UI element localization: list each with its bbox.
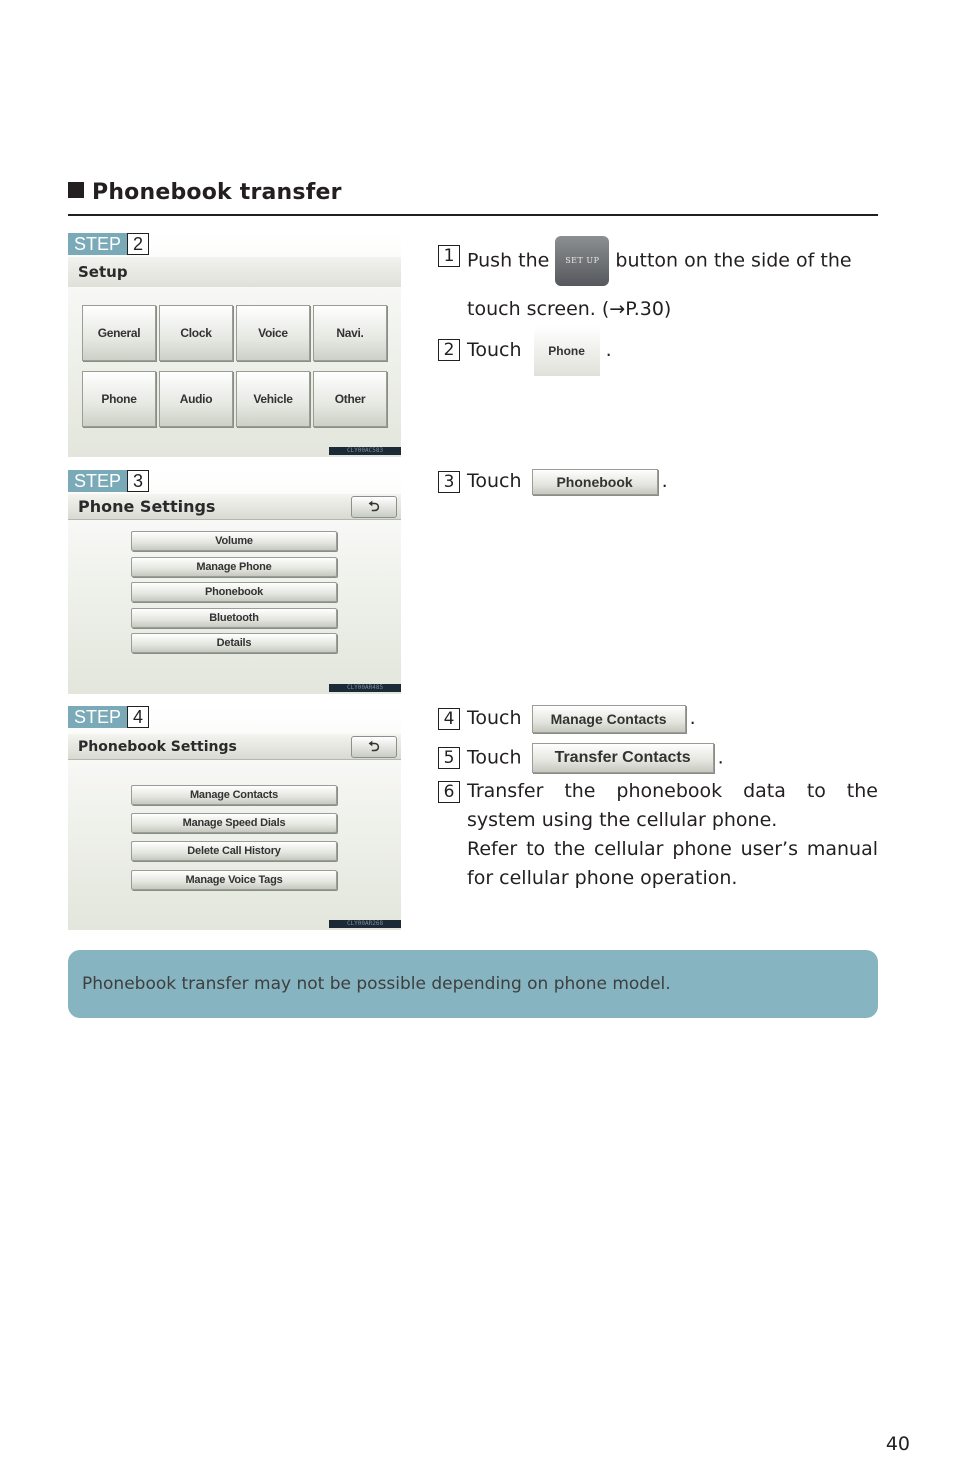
instruction-1: 1 Push the SET UP button on the side of … [438, 236, 878, 320]
phonebook-button-image: Phonebook [531, 468, 658, 495]
screen-title: Phonebook Settings ⮌ [68, 734, 401, 760]
manage-phone-button[interactable]: Manage Phone [131, 557, 337, 577]
details-button[interactable]: Details [131, 633, 337, 653]
instruction-6: 6 Transfer the phonebook data to the sys… [438, 777, 878, 897]
phone-button-image: Phone [533, 325, 600, 376]
image-code: CLY00AR485 [329, 684, 401, 692]
instruction-3: 3 Touch Phonebook. [438, 467, 878, 499]
transfer-contacts-button-image: Transfer Contacts [531, 743, 714, 773]
phonebook-button[interactable]: Phonebook [131, 582, 337, 602]
screen-title: Phone Settings ⮌ [68, 494, 401, 520]
page-number: 40 [885, 1433, 910, 1455]
phone-settings-screenshot: Phone Settings ⮌ Volume Manage Phone Pho… [68, 470, 401, 694]
screen-title: Setup [68, 257, 401, 287]
general-button[interactable]: General [82, 305, 156, 361]
phone-button[interactable]: Phone [82, 371, 156, 427]
section-heading: Phonebook transfer [68, 180, 878, 216]
navi-button[interactable]: Navi. [313, 305, 387, 361]
audio-button[interactable]: Audio [159, 371, 233, 427]
instruction-4: 4 Touch Manage Contacts. [438, 704, 878, 736]
clock-button[interactable]: Clock [159, 305, 233, 361]
manage-voice-tags-button[interactable]: Manage Voice Tags [131, 870, 337, 890]
manage-contacts-button-image: Manage Contacts [531, 704, 686, 733]
delete-call-history-button[interactable]: Delete Call History [131, 841, 337, 861]
note-box: Phonebook transfer may not be possible d… [68, 950, 878, 1018]
voice-button[interactable]: Voice [236, 305, 310, 361]
back-icon[interactable]: ⮌ [351, 496, 397, 518]
vehicle-button[interactable]: Vehicle [236, 371, 310, 427]
instruction-5: 5 Touch Transfer Contacts. [438, 743, 878, 775]
image-code: CLY00AR268 [329, 920, 401, 928]
manage-speed-dials-button[interactable]: Manage Speed Dials [131, 813, 337, 833]
manage-contacts-button[interactable]: Manage Contacts [131, 785, 337, 805]
setup-key-icon: SET UP [555, 236, 610, 286]
square-bullet-icon [68, 182, 84, 198]
phonebook-settings-screenshot: Phonebook Settings ⮌ Manage Contacts Man… [68, 706, 401, 930]
other-button[interactable]: Other [313, 371, 387, 427]
setup-screenshot: Setup General Clock Voice Navi. Phone Au… [68, 233, 401, 457]
instruction-2: 2 Touch Phone. [438, 323, 878, 379]
volume-button[interactable]: Volume [131, 531, 337, 551]
image-code: CLY00AC583 [329, 447, 401, 455]
back-icon[interactable]: ⮌ [351, 736, 397, 758]
bluetooth-button[interactable]: Bluetooth [131, 608, 337, 628]
